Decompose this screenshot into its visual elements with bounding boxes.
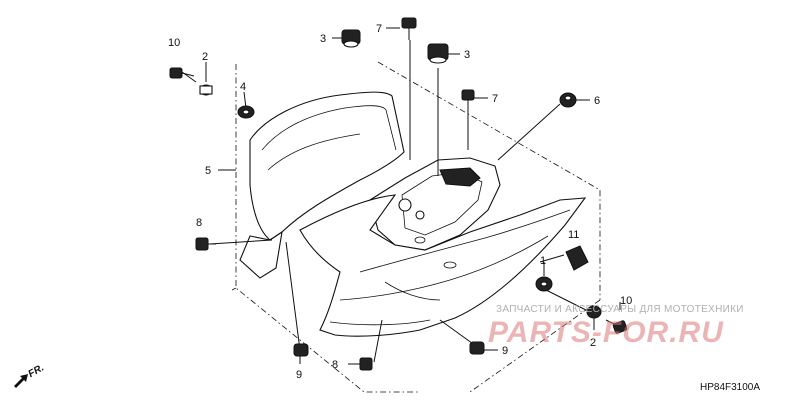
screw-8-left-icon — [195, 237, 216, 251]
screw-8-bottom-icon — [359, 357, 373, 371]
callout-9-right: 9 — [502, 345, 508, 357]
rear-fender — [239, 91, 587, 337]
grommet-4-icon — [237, 105, 255, 119]
clip-6-icon — [559, 92, 577, 108]
callout-8-left: 8 — [196, 217, 202, 229]
collar-2-right-icon — [586, 305, 602, 319]
callout-9-left: 9 — [296, 369, 302, 381]
rubber-11-icon — [565, 245, 589, 271]
callout-10-top: 10 — [168, 37, 180, 49]
callout-8-bottom: 8 — [332, 359, 338, 371]
watermark-logo: PARTS-FOR.RU — [488, 316, 724, 349]
callout-1: 1 — [540, 255, 546, 267]
clip-9-left-icon — [293, 343, 309, 357]
callout-3-top: 3 — [320, 33, 326, 45]
bolt-10-top-icon — [169, 67, 195, 79]
collar-2-top-icon — [199, 84, 213, 96]
screw-7-top-icon — [401, 17, 417, 40]
callout-2-top: 2 — [202, 51, 208, 63]
front-label: FR. — [27, 362, 46, 380]
callout-11: 11 — [568, 229, 579, 241]
callout-6: 6 — [594, 95, 600, 107]
callout-2-right: 2 — [590, 337, 596, 349]
clip-9-right-icon — [469, 341, 485, 355]
nut-3-top-icon — [341, 29, 361, 48]
grommet-1-icon — [535, 276, 553, 292]
callout-labels: 10 2 4 5 8 3 7 3 7 6 11 1 10 2 9 8 9 — [168, 23, 632, 381]
hardware — [169, 17, 628, 371]
callout-10-right: 10 — [620, 295, 632, 307]
nut-3-right-icon — [427, 43, 449, 64]
bolt-10-right-icon — [605, 319, 628, 334]
assembly-boundary — [231, 61, 601, 393]
callout-7-top: 7 — [376, 23, 382, 35]
screw-7-right-icon — [461, 89, 475, 108]
callout-4: 4 — [240, 81, 246, 93]
callout-5: 5 — [205, 165, 211, 177]
callout-3-right: 3 — [464, 49, 470, 61]
watermark-text: ЗАПЧАСТИ И АКСЕССУАРЫ ДЛЯ МОТОТЕХНИКИ — [496, 304, 744, 315]
callout-7-right: 7 — [492, 93, 498, 105]
diagram-code: HP84F3100A — [700, 382, 761, 393]
front-arrow-icon: FR. — [14, 362, 46, 388]
